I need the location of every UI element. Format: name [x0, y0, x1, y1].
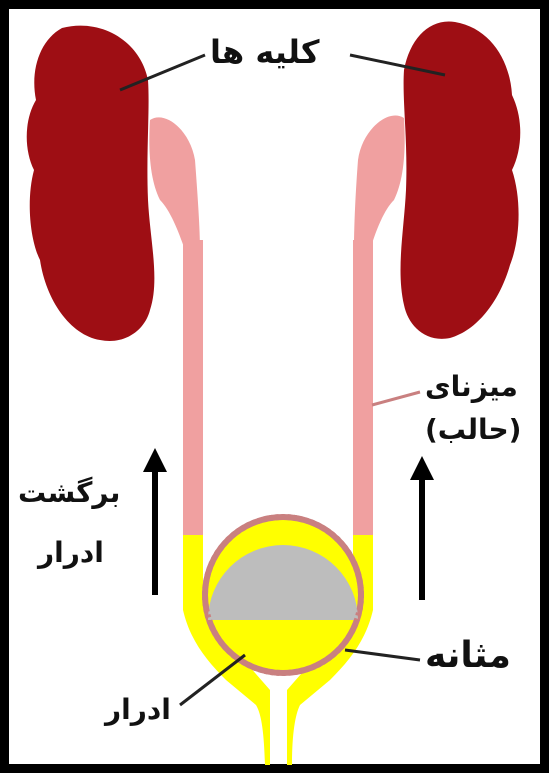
left-ureter: [183, 240, 203, 535]
label-urine: ادرار: [105, 695, 171, 726]
leader-ureter: [372, 392, 420, 405]
arrow-up-icon: [410, 456, 434, 600]
label-reflux-line2: ادرار: [38, 538, 104, 569]
left-renal-pelvis: [149, 117, 200, 250]
label-bladder: مثانه: [425, 636, 511, 676]
label-kidneys: کلیه ها: [210, 35, 319, 70]
arrow-up-icon: [143, 448, 167, 595]
label-ureters-line1: میزنای: [425, 372, 518, 403]
label-ureters-line2: (حالب): [425, 415, 521, 446]
left-kidney: [27, 26, 155, 341]
leader-bladder: [345, 650, 420, 660]
label-reflux-line1: برگشت: [18, 478, 120, 509]
right-ureter: [353, 240, 373, 535]
right-renal-pelvis: [354, 116, 405, 250]
